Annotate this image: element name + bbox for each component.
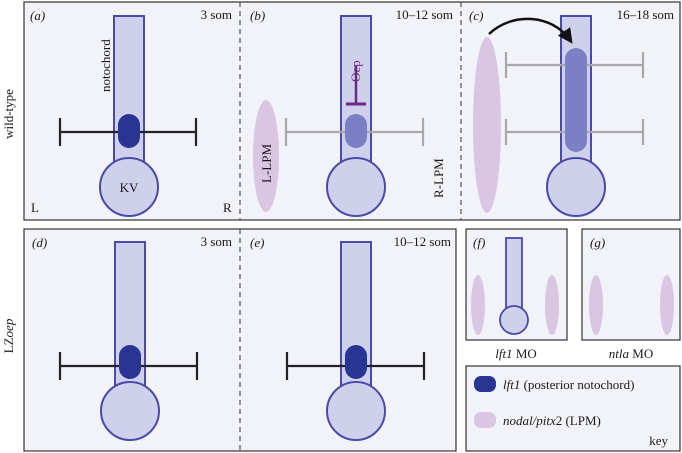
panel-b: (b) 10–12 som L-LPM Oep R-LPM — [250, 7, 453, 217]
panel-c: (c) 16–18 som — [469, 7, 674, 217]
key-box: lft1 (posterior notochord) nodal/pitx2 (… — [465, 365, 681, 452]
key-title: key — [649, 433, 668, 448]
panel-f-letter: (f) — [473, 235, 485, 250]
key-swatch-lft1 — [474, 376, 496, 392]
panel-d: (d) 3 som — [32, 234, 232, 441]
kv-label: KV — [120, 180, 139, 195]
left-lpm — [253, 100, 279, 212]
kupffer-vesicle — [326, 157, 386, 217]
panel-e-stage: 10–12 som — [394, 234, 451, 249]
panel-d-letter: (d) — [32, 235, 47, 250]
panel-b-stage: 10–12 som — [396, 7, 453, 22]
panel-c-letter: (c) — [469, 8, 483, 23]
r-lpm-label: R-LPM — [431, 158, 446, 198]
key-label-lpm: nodal/pitx2 (LPM) — [503, 413, 601, 428]
lft1-expression — [119, 345, 141, 379]
panel-g-letter: (g) — [590, 235, 605, 250]
left-lpm — [589, 275, 603, 335]
panel-d-stage: 3 som — [201, 234, 232, 249]
panel-f-caption: lft1 MO — [495, 346, 537, 361]
panel-a-letter: (a) — [30, 8, 45, 23]
row-label-wildtype: wild-type — [1, 89, 16, 139]
left-lpm — [473, 37, 501, 213]
lft1-expression — [118, 114, 140, 148]
key-label-lft1: lft1 (posterior notochord) — [503, 377, 634, 392]
notochord — [505, 237, 523, 311]
panel-b-letter: (b) — [250, 8, 265, 23]
kupffer-vesicle — [326, 381, 386, 441]
right-lpm — [545, 275, 559, 335]
panel-e: (e) 10–12 som — [250, 234, 451, 441]
lft1-expression — [345, 345, 367, 379]
panel-f: (f) lft1 MO — [465, 228, 568, 361]
lft1-expression — [345, 114, 367, 148]
panel-c-stage: 16–18 som — [617, 7, 674, 22]
notochord-label: notochord — [98, 39, 113, 92]
kupffer-vesicle — [499, 305, 529, 335]
row-label-lzoep: LZoep — [1, 318, 16, 353]
lft1-expression — [565, 48, 587, 152]
panel-a: (a) 3 som KV notochord L R — [30, 7, 232, 217]
kupffer-vesicle — [546, 157, 606, 217]
key-frame — [465, 365, 681, 452]
panel-a-stage: 3 som — [201, 7, 232, 22]
left-label: L — [31, 200, 39, 215]
right-label: R — [223, 200, 232, 215]
oep-label: Oep — [348, 60, 363, 82]
l-lpm-label: L-LPM — [259, 144, 274, 183]
key-swatch-lpm — [474, 412, 496, 428]
panel-g: (g) ntla MO — [581, 228, 681, 361]
kupffer-vesicle — [99, 157, 159, 217]
migration-arrow — [488, 17, 573, 44]
kupffer-vesicle — [100, 381, 160, 441]
panel-g-caption: ntla MO — [609, 346, 653, 361]
left-lpm — [471, 275, 485, 335]
panel-e-letter: (e) — [250, 235, 264, 250]
right-lpm — [660, 275, 674, 335]
